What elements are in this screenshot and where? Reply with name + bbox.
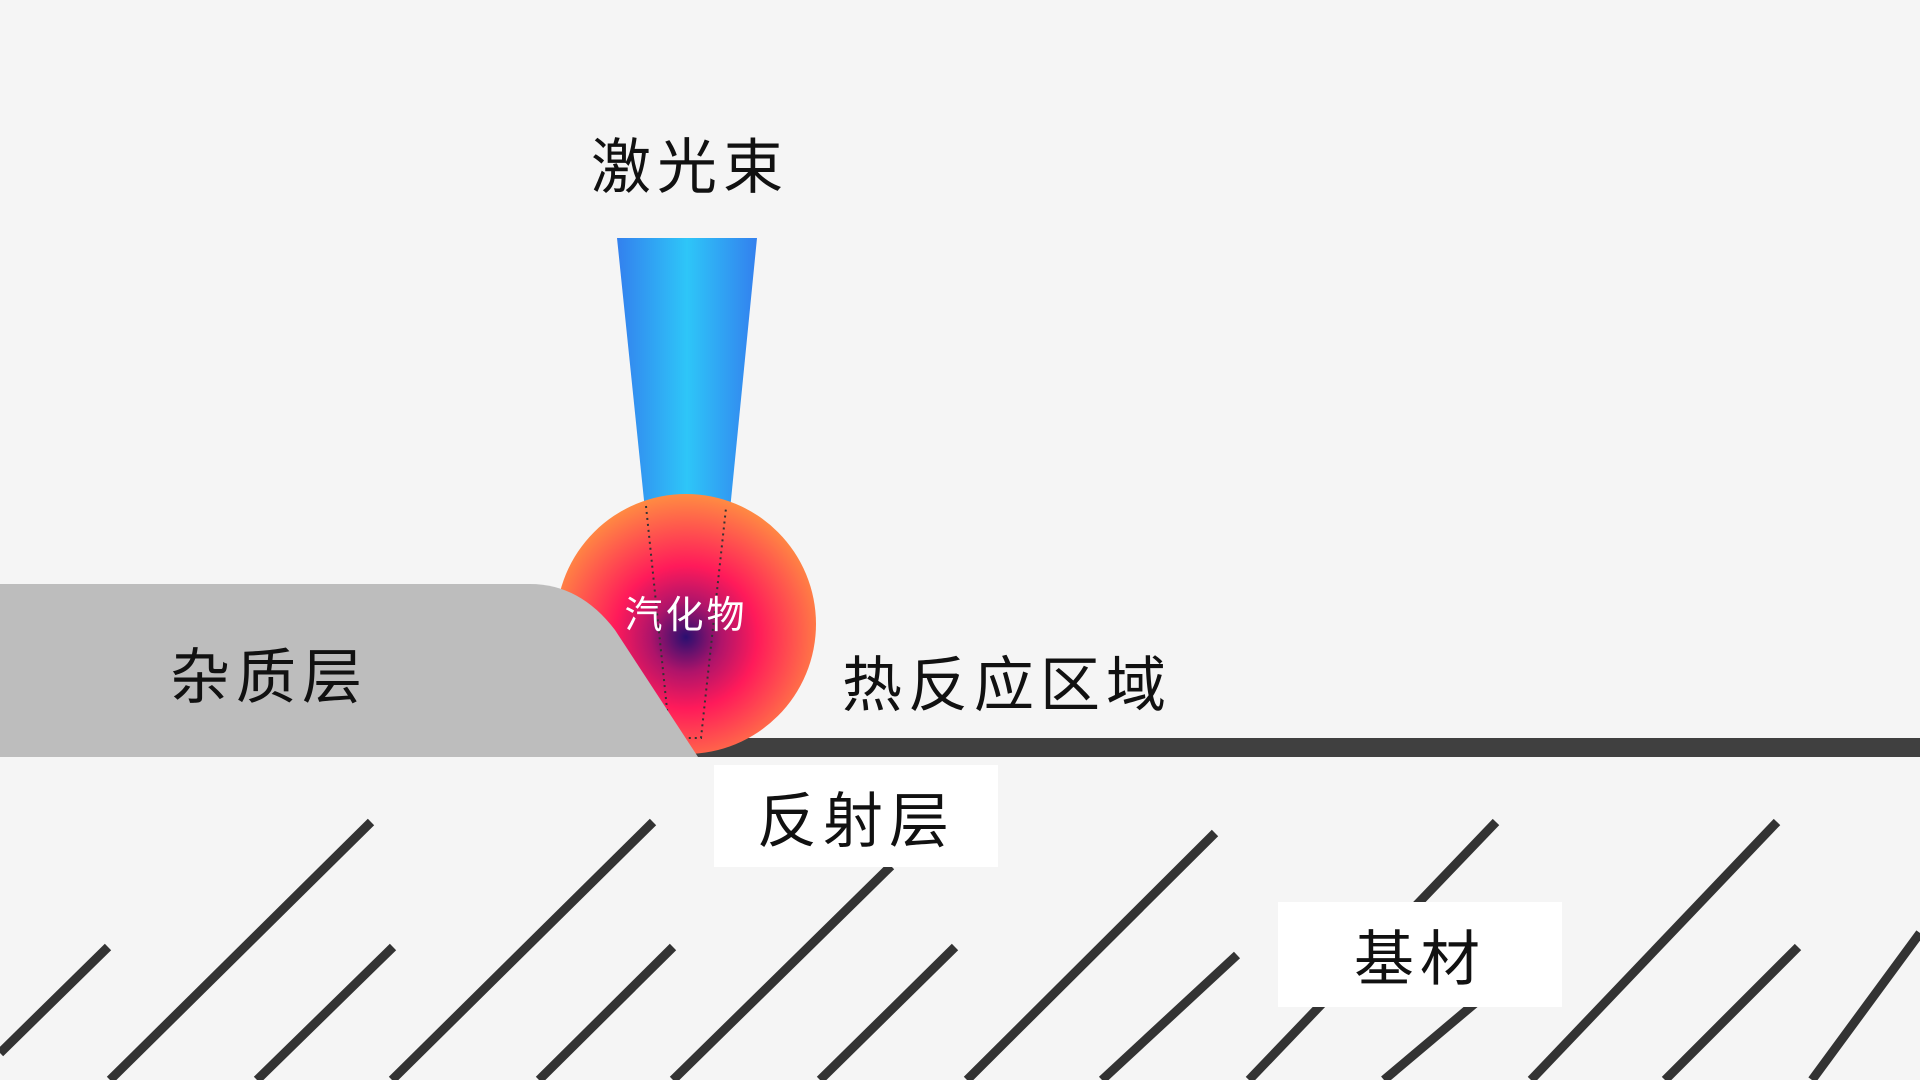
reflective-layer	[686, 738, 1920, 757]
impurity-layer	[0, 584, 698, 757]
vapor-label: 汽化物	[624, 593, 748, 637]
laser-beam	[617, 238, 757, 510]
impurity-layer-label: 杂质层	[170, 643, 368, 713]
beam-path-dotted	[645, 505, 727, 739]
substrate-hatch	[0, 818, 1920, 1080]
substrate-label: 基材	[1278, 902, 1562, 1007]
reflective-layer-label: 反射层	[714, 765, 998, 867]
thermal-zone-label: 热反应区域	[842, 651, 1172, 721]
laser-beam-label: 激光束	[591, 133, 789, 203]
